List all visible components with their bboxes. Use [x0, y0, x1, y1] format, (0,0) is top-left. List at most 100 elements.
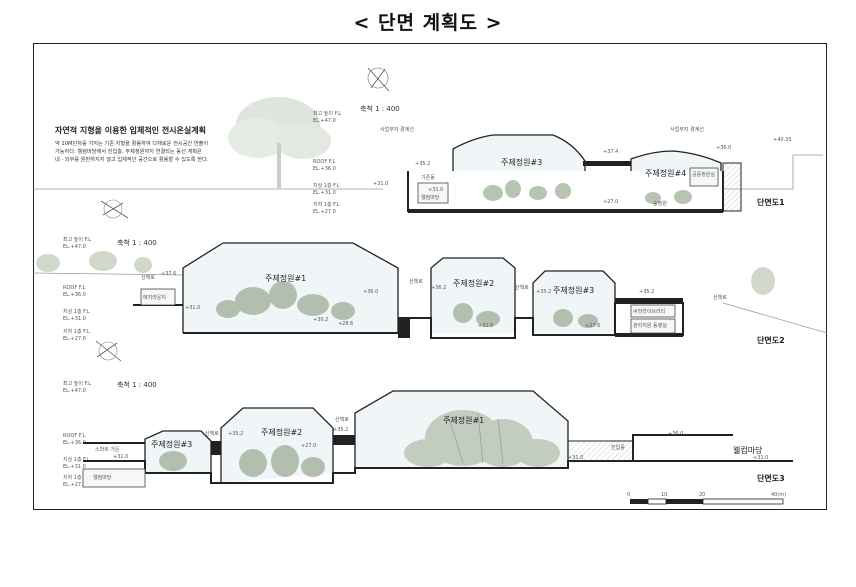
- svg-text:EL.+31.0: EL.+31.0: [63, 464, 86, 470]
- building-section-2: [133, 242, 684, 339]
- svg-text:40(m): 40(m): [771, 492, 786, 498]
- svg-text:+30.2: +30.2: [313, 317, 328, 323]
- north-arrow-icon: [95, 340, 122, 362]
- svg-text:최고 높이 F.L: 최고 높이 F.L: [63, 236, 91, 243]
- room-label: 산책로: [141, 274, 155, 281]
- svg-text:+27.0: +27.0: [603, 199, 618, 205]
- svg-text:최고 높이 F.L: 최고 높이 F.L: [313, 110, 341, 117]
- room-label: 씨앗라이브러리: [633, 308, 665, 315]
- room-label: 산책로: [515, 284, 529, 291]
- svg-text:+27.0: +27.0: [301, 443, 316, 449]
- north-arrow-icon: [100, 199, 129, 219]
- section-label: 단면도3: [757, 473, 785, 483]
- hall-label: 주제정원#2: [261, 427, 302, 437]
- svg-text:EL.+31.0: EL.+31.0: [63, 316, 86, 322]
- svg-text:EL.+36.0: EL.+36.0: [63, 440, 86, 446]
- level-labels: 최고 높이 F.L EL.+47.0 ROOF F.L EL.+36.0 지상 …: [63, 236, 91, 342]
- room-label: 관리지원 동행실: [633, 322, 667, 329]
- intro-line: 내 · 외부를 원만하지지 않고 입체적인 공간으로 활용할 수 있도록 한다.: [55, 155, 209, 163]
- svg-text:지하 1층 F.L: 지하 1층 F.L: [63, 474, 90, 481]
- svg-text:EL.+36.0: EL.+36.0: [63, 292, 86, 298]
- svg-text:최고 높이 F.L: 최고 높이 F.L: [63, 380, 91, 387]
- svg-text:+36.0: +36.0: [668, 431, 683, 437]
- svg-text:+31.0: +31.0: [428, 187, 443, 193]
- section-label: 단면도2: [757, 335, 785, 345]
- room-label: 공중정원실: [692, 171, 715, 178]
- room-label: 산책로: [409, 278, 423, 285]
- svg-text:EL.+27.0: EL.+27.0: [63, 482, 86, 488]
- hall-label: 주제정원#2: [453, 278, 494, 288]
- svg-text:+28.6: +28.6: [338, 321, 353, 327]
- intro-heading: 자연적 지형을 이용한 입체적인 전시온실계획: [55, 125, 206, 135]
- walk-note: 산책로: [713, 294, 727, 301]
- svg-text:+40.35: +40.35: [773, 137, 792, 143]
- svg-text:+36.0: +36.0: [716, 145, 731, 151]
- hall-label: 주제정원#3: [501, 157, 542, 167]
- elevation-marks: +35.2 +31.0 +37.4 +36.0 +40.35 +27.0 +31…: [373, 137, 792, 205]
- svg-text:+35.2: +35.2: [639, 289, 654, 295]
- svg-text:+35.2: +35.2: [415, 161, 430, 167]
- svg-text:+31.0: +31.0: [185, 305, 200, 311]
- room-label: 스마트 가든: [95, 446, 120, 453]
- svg-text:ROOF F.L: ROOF F.L: [313, 159, 335, 165]
- boundary-note: 사업부지 경계선: [670, 126, 704, 133]
- svg-text:+37.6: +37.6: [161, 271, 176, 277]
- svg-text:EL.+47.0: EL.+47.0: [313, 118, 336, 124]
- hall-label: 주제정원#3: [553, 285, 594, 295]
- svg-text:+36.2: +36.2: [431, 285, 446, 291]
- svg-text:ROOF F.L: ROOF F.L: [63, 433, 85, 439]
- room-label: 진입홀: [611, 444, 625, 451]
- intro-line: 약 10M단차를 가지는 기존 지형을 활용하여 다채로운 전시공간 연출이: [55, 139, 208, 147]
- scale-label: 축척 1 : 400: [117, 238, 157, 247]
- svg-text:+31.0: +31.0: [568, 455, 583, 461]
- svg-text:+31.0: +31.0: [753, 455, 768, 461]
- boundary-note: 사업부지 경계선: [380, 126, 414, 133]
- hall-label: 주제정원#1: [443, 415, 484, 425]
- svg-text:+35.2: +35.2: [333, 427, 348, 433]
- svg-text:+35.2: +35.2: [536, 289, 551, 295]
- svg-text:+31.0: +31.0: [373, 181, 388, 187]
- section-3: 축척 1 : 400 최고 높이 F.L EL.+47.0 ROOF F.L E…: [63, 340, 793, 488]
- level-labels: 최고 높이 F.L EL.+47.0 ROOF F.L EL.+36.0 지상 …: [313, 110, 341, 215]
- room-label: 기존동: [421, 174, 435, 181]
- svg-text:EL.+31.0: EL.+31.0: [313, 190, 336, 196]
- tree-illustration: [228, 97, 331, 188]
- room-label: 산책로: [335, 416, 349, 423]
- svg-text:EL.+36.0: EL.+36.0: [313, 166, 336, 172]
- svg-text:+27.6: +27.6: [585, 323, 600, 329]
- svg-text:지상 1층 F.L: 지상 1층 F.L: [63, 456, 90, 463]
- svg-text:지하 1층 F.L: 지하 1층 F.L: [63, 328, 90, 335]
- level-labels: 최고 높이 F.L EL.+47.0 ROOF F.L EL.+36.0 지상 …: [63, 380, 91, 488]
- hall-label: 주제정원#4: [645, 168, 686, 178]
- room-label: 산책로: [205, 430, 219, 437]
- svg-text:+31.0: +31.0: [113, 454, 128, 460]
- svg-text:ROOF F.L: ROOF F.L: [63, 285, 85, 291]
- svg-text:10: 10: [661, 492, 667, 498]
- room-label: 웰컴마당: [421, 194, 440, 201]
- svg-text:지상 1층 F.L: 지상 1층 F.L: [63, 308, 90, 315]
- room-label: 에지라운지: [143, 294, 166, 301]
- svg-text:지상 1층 F.L: 지상 1층 F.L: [313, 182, 340, 189]
- north-arrow-icon: [367, 67, 390, 92]
- room-label: 웰컴마당: [733, 445, 763, 455]
- svg-text:20: 20: [699, 492, 705, 498]
- svg-text:EL.+47.0: EL.+47.0: [63, 244, 86, 250]
- section-2: 축척 1 : 400 최고 높이 F.L EL.+47.0 ROOF F.L E…: [33, 199, 827, 345]
- svg-text:EL.+27.0: EL.+27.0: [63, 336, 86, 342]
- section-1: 축척 1 : 400 사업부지 경계선 사업부지 경계선 자연적 지형을 이용한…: [33, 67, 823, 215]
- page-title: < 단면 계획도 >: [353, 12, 503, 34]
- svg-text:지하 1층 F.L: 지하 1층 F.L: [313, 201, 340, 208]
- scale-label: 축척 1 : 400: [360, 104, 400, 113]
- svg-text:0: 0: [627, 492, 630, 498]
- room-label: 웰컴마당: [93, 474, 112, 481]
- elevation-marks: +37.6 +31.0 +36.0 +30.2 +28.6 +36.2 +31.…: [161, 271, 654, 329]
- svg-text:+31.0: +31.0: [478, 323, 493, 329]
- hall-label: 주제정원#3: [151, 439, 192, 449]
- scale-bar: 0 10 20 40(m): [627, 492, 786, 505]
- svg-text:+36.0: +36.0: [363, 289, 378, 295]
- section-drawing: 축척 1 : 400 사업부지 경계선 사업부지 경계선 자연적 지형을 이용한…: [33, 67, 827, 505]
- elevation-marks: +31.0 +35.2 +35.2 +27.0 +31.0 +36.0 +31.…: [113, 427, 768, 461]
- building-section-3: [82, 390, 793, 488]
- svg-text:+35.2: +35.2: [228, 431, 243, 437]
- intro-line: 가능하다. 웰컴마당에서 진입층, 주제정원까지 연결되는 동선 계획은: [55, 147, 202, 155]
